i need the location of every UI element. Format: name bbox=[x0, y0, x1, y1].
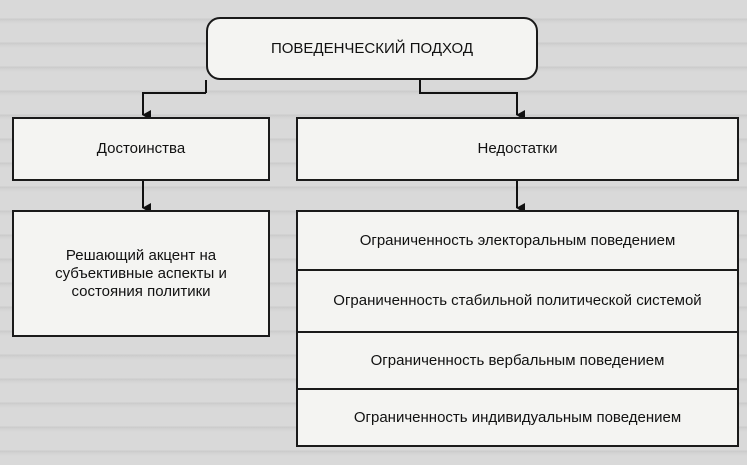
root-label: ПОВЕДЕНЧЕСКИЙ ПОДХОД bbox=[270, 39, 474, 57]
advantages-detail-text: Решающий акцент на субъективные аспекты … bbox=[55, 246, 227, 300]
disadvantage-text: Ограниченность стабильной политической с… bbox=[333, 292, 702, 309]
disadvantages-list: Ограниченность электоральным поведением … bbox=[296, 210, 739, 447]
disadvantage-text: Ограниченность индивидуальным поведением bbox=[353, 408, 682, 426]
advantages-node: Достоинства bbox=[12, 117, 270, 181]
disadvantage-text: Ограниченность вербальным поведением bbox=[370, 351, 665, 369]
disadvantages-node: Недостатки bbox=[296, 117, 739, 181]
advantages-detail-node: Решающий акцент на субъективные аспекты … bbox=[12, 210, 270, 337]
disadvantage-item-individual: Ограниченность индивидуальным поведением bbox=[298, 388, 737, 445]
connector-root-to-disadvantages bbox=[419, 80, 525, 120]
connector-root-to-advantages bbox=[142, 92, 206, 120]
disadvantage-text: Ограниченность электоральным поведением bbox=[359, 231, 676, 249]
root-node: ПОВЕДЕНЧЕСКИЙ ПОДХОД bbox=[206, 17, 538, 80]
disadvantages-title: Недостатки bbox=[477, 140, 558, 157]
disadvantage-item-verbal: Ограниченность вербальным поведением bbox=[298, 331, 737, 388]
disadvantage-item-stable-system: Ограниченность стабильной политической с… bbox=[298, 269, 737, 331]
disadvantage-item-electoral: Ограниченность электоральным поведением bbox=[298, 212, 737, 269]
advantages-title: Достоинства bbox=[96, 140, 186, 157]
